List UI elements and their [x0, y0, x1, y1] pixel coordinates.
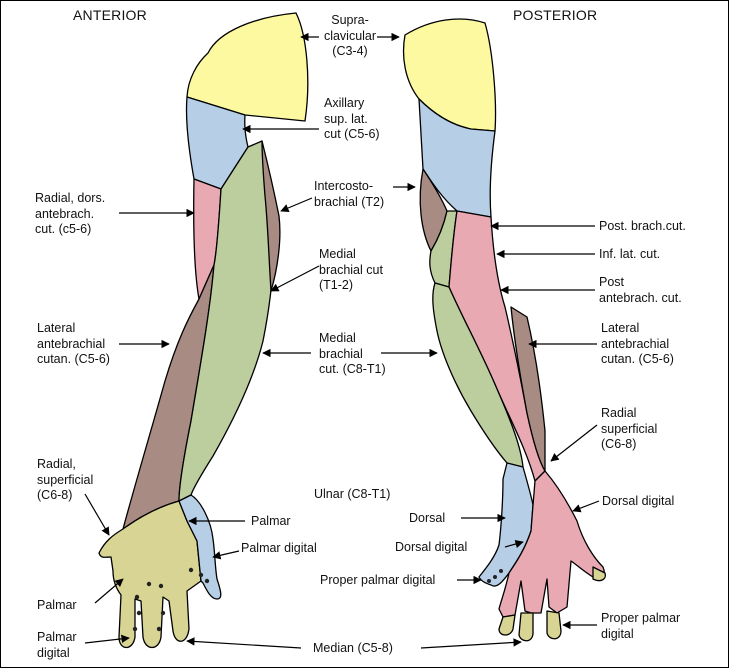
posterior-dots — [487, 569, 503, 583]
label-palmar-left: Palmar — [37, 598, 77, 612]
anterior-arm — [98, 12, 309, 649]
label-intercostobrachial: Intercosto- brachial (T2) — [314, 179, 385, 209]
posterior-radial-hand-region — [498, 470, 605, 618]
anterior-palmar-dots — [132, 567, 210, 632]
label-proper-palmar-digital-right: Proper palmar digital — [601, 611, 681, 641]
label-palmar-digital-center: Palmar digital — [241, 541, 317, 555]
label-dorsal-digital-center: Dorsal digital — [395, 540, 468, 554]
label-supraclavicular: Supra- clavicular (C3-4) — [323, 13, 377, 58]
posterior-fingertip-3 — [518, 612, 534, 642]
label-median: Median (C5-8) — [313, 641, 393, 655]
label-post-antebrach-cut: Post antebrach. cut. — [599, 275, 682, 305]
label-post-brach-cut: Post. brach.cut. — [599, 219, 686, 233]
label-medial-brachial-cut: Medial brachial cut (T1-2) — [319, 247, 383, 292]
anterior-heading: ANTERIOR — [73, 7, 147, 23]
posterior-medial-forearm-region — [432, 282, 524, 468]
posterior-axillary-region — [418, 98, 496, 218]
label-radial-superficial-right: Radial superficial (C6-8) — [601, 406, 658, 451]
posterior-fingertip-4 — [546, 610, 562, 640]
label-lateral-antebrachial-right: Lateral antebrachial cutan. (C5-6) — [601, 321, 674, 366]
leader-lines — [84, 32, 600, 649]
label-axillary: Axillary sup. lat. cut (C5-6) — [324, 96, 380, 141]
posterior-supraclavicular-region — [402, 18, 497, 132]
label-dorsal: Dorsal — [409, 511, 446, 525]
label-palmar-digital-left: Palmar digital — [37, 630, 77, 660]
anterior-median-hand-region — [98, 500, 202, 649]
label-proper-palmar-digital-center: Proper palmar digital — [320, 573, 436, 587]
label-lateral-antebrachial-left: Lateral antebrachial cutan. (C5-6) — [37, 321, 110, 366]
posterior-fingertip-2 — [498, 614, 516, 636]
label-palmar-center: Palmar — [251, 514, 291, 528]
posterior-thumb-tip — [592, 566, 607, 582]
label-ulnar: Ulnar (C8-T1) — [314, 487, 391, 501]
label-medial-brachial-cut-c8: Medial brachial cut. (C8-T1) — [319, 331, 386, 376]
label-radial-dors: Radial, dors. antebrach. cut. (c5-6) — [35, 191, 106, 236]
label-inf-lat-cut: Inf. lat. cut. — [599, 247, 661, 261]
posterior-lateral-antebrachial-region — [510, 306, 546, 472]
posterior-arm — [402, 18, 607, 642]
label-dorsal-digital-right: Dorsal digital — [602, 494, 675, 508]
label-radial-superficial-left: Radial, superficial (C6-8) — [37, 457, 94, 502]
anterior-supraclavicular-region — [186, 12, 309, 122]
posterior-heading: POSTERIOR — [513, 7, 598, 23]
